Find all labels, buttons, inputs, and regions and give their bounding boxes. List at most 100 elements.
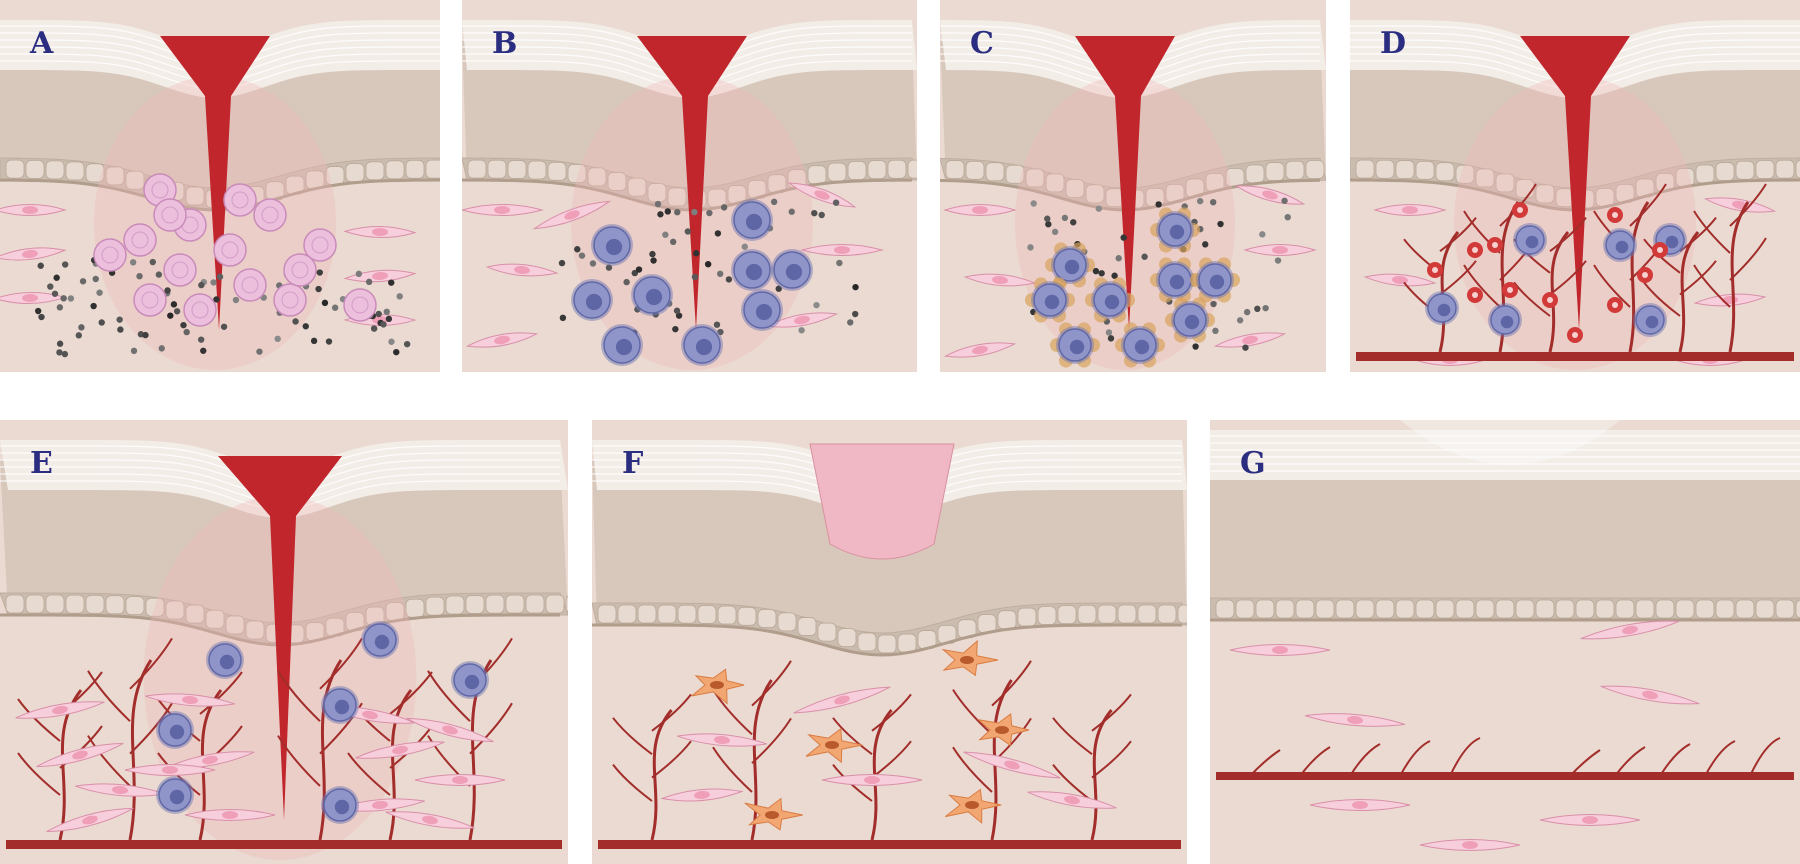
myofibroblast-nucleus <box>995 726 1009 734</box>
macrophage-nucleus <box>1525 235 1539 249</box>
horizontal-blood-vessel <box>1216 772 1794 780</box>
debris-particle <box>78 324 85 331</box>
basal-cell <box>697 605 717 624</box>
debris-particle <box>832 199 840 206</box>
fibroblast <box>660 788 744 802</box>
panel-g-illustration <box>1210 420 1800 864</box>
debris-particle <box>1262 304 1269 312</box>
panel-e-illustration <box>0 420 568 864</box>
platelet <box>273 283 307 317</box>
fibroblast-nucleus <box>362 710 378 720</box>
vessel-branch <box>1549 216 1587 252</box>
vessel-branch <box>319 637 363 690</box>
basal-cell <box>1255 599 1275 619</box>
fibroblast-nucleus <box>1272 246 1288 254</box>
vessel-branch <box>87 735 131 787</box>
fibroblast-nucleus <box>202 755 218 765</box>
macrophage-nucleus <box>1437 303 1451 317</box>
basal-cell <box>1285 160 1305 180</box>
debris-particle <box>1210 300 1217 308</box>
debris-particle <box>149 258 157 266</box>
debris-particle <box>1061 214 1069 222</box>
debris-particle <box>1209 198 1217 206</box>
debris-particle <box>232 296 240 304</box>
fibroblast <box>184 809 276 821</box>
vessel-branch <box>1349 743 1381 777</box>
basal-cell <box>1695 164 1715 184</box>
vessel-branch <box>952 689 993 736</box>
fibroblast-nucleus <box>422 815 438 825</box>
basal-cell <box>1305 160 1325 179</box>
vessel-branch <box>347 752 391 796</box>
debris-particle <box>79 278 87 285</box>
debris-particle <box>60 295 67 302</box>
debris-particle <box>1111 272 1118 279</box>
basal-cell <box>1435 599 1455 619</box>
basal-cell <box>985 162 1005 182</box>
basal-cell <box>1215 599 1235 619</box>
debris-particle <box>325 338 333 345</box>
fibroblast-nucleus <box>834 246 850 254</box>
basal-cell <box>245 620 265 640</box>
basal-cell <box>1375 159 1395 179</box>
basal-cell <box>1455 164 1475 184</box>
fibroblast-nucleus <box>1392 275 1408 285</box>
macrophage-nucleus <box>1500 315 1514 329</box>
blood-clot <box>218 456 342 820</box>
panel-a-label: A <box>30 26 54 61</box>
vessel-branch <box>952 746 993 793</box>
fibroblast <box>385 811 475 829</box>
macrophage-nucleus <box>645 288 663 306</box>
debris-particle <box>662 231 669 238</box>
vessel-branch <box>199 671 243 715</box>
fibroblast-nucleus <box>1582 816 1598 824</box>
basal-cell <box>85 163 105 183</box>
macrophage-nucleus <box>1064 259 1080 275</box>
fibroblast-nucleus <box>452 776 468 784</box>
debris-particle <box>173 308 181 315</box>
fibroblast-nucleus <box>494 206 510 214</box>
debris-particle <box>650 257 657 264</box>
platelet <box>133 283 167 317</box>
basal-cell <box>1455 599 1475 619</box>
fibroblast-nucleus <box>1262 190 1278 200</box>
debris-particle <box>220 323 228 330</box>
basal-cell <box>1735 599 1755 619</box>
debris-particle <box>1044 215 1051 222</box>
debris-particle <box>1105 329 1113 336</box>
debris-particle <box>1281 197 1288 204</box>
fibroblast <box>765 312 839 328</box>
basal-cell <box>65 594 85 614</box>
basal-cell <box>1475 599 1495 619</box>
debris-particle <box>1098 270 1105 277</box>
red-blood-cell-center <box>1517 207 1523 213</box>
debris-particle <box>375 310 382 318</box>
panel-f-label: F <box>622 446 644 481</box>
platelet-granule <box>241 276 259 294</box>
debris-particle <box>136 272 143 280</box>
basal-cell <box>637 604 657 624</box>
vessel-branch <box>1439 216 1477 252</box>
macrophage-nucleus <box>169 789 185 805</box>
macrophage-nucleus <box>785 263 803 281</box>
debris-particle <box>1092 267 1100 275</box>
platelet <box>93 238 127 272</box>
platelet <box>183 293 217 327</box>
macrophage-nucleus <box>374 634 390 650</box>
fibroblast-nucleus <box>564 210 580 220</box>
debris-particle <box>1192 343 1199 350</box>
debris-particle <box>674 208 681 216</box>
debris-particle <box>90 302 97 310</box>
basal-cell <box>817 622 837 642</box>
debris-particle <box>558 259 566 267</box>
macrophage-nucleus <box>1665 235 1679 249</box>
debris-particle <box>578 252 586 259</box>
basal-cell <box>877 634 897 654</box>
platelet <box>303 228 337 262</box>
macrophage-nucleus <box>585 293 603 311</box>
fibroblast-nucleus <box>162 766 178 774</box>
vessel-branch <box>469 702 513 755</box>
fibroblast-nucleus <box>794 315 810 325</box>
debris-particle <box>1051 228 1059 236</box>
macrophage-nucleus <box>219 654 235 670</box>
